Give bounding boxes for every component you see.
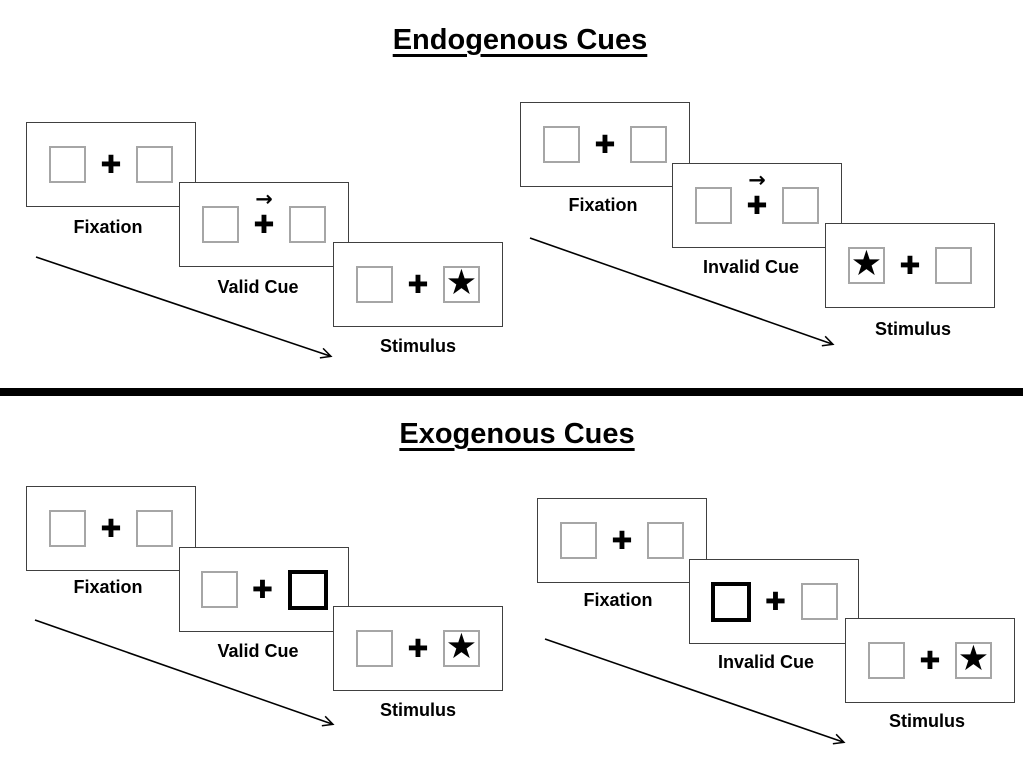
fixation-cross-icon: ✚ [919,646,941,675]
fixation-cross-icon: ✚ [765,587,786,616]
fixation-cross: ✚ [610,528,634,554]
fixation-cross: ✚ [99,516,123,542]
right-placeholder-box [289,206,326,243]
cue-panel: ✚ [179,547,349,632]
left-placeholder-box [200,571,238,608]
target-star-icon: ★ [445,262,478,303]
fixation-cross-icon: ✚ [100,150,122,179]
fixation-cross-icon: ✚ [594,130,616,159]
target-star-icon: ★ [445,626,478,667]
frame-label-stimulus: Stimulus [874,319,952,339]
cue-arrow-icon: → [255,186,273,211]
fixation-cross: ✚ [251,577,275,603]
left-placeholder-box [202,206,239,243]
stimulus-panel: ✚ ★ [845,618,1015,703]
fixation-cross-icon: ✚ [611,526,633,555]
right-placeholder-box [935,247,972,284]
fixation-cross-icon: ✚ [252,575,273,604]
frame-label-stimulus: Stimulus [379,700,457,720]
fixation-panel: ✚ [26,486,196,571]
frame-label-cue: Valid Cue [217,277,299,297]
target-box: ★ [443,626,480,667]
fixation-cross-icon: ✚ [253,210,275,239]
stimulus-panel: ✚ ★ [333,606,503,691]
timeline-arrow-endogenous-valid [35,256,333,359]
timeline-arrow-exogenous-invalid [544,638,846,745]
fixation-cross: ✚ [406,272,430,298]
frame-label-fixation: Fixation [73,217,143,237]
fixation-cross: ✚ [898,253,922,279]
left-placeholder-box [49,146,86,183]
frame-label-fixation: Fixation [568,195,638,215]
target-box: ★ [955,638,992,679]
frame-label-fixation: Fixation [583,590,653,610]
fixation-cross-icon: ✚ [746,191,768,220]
left-placeholder-box [560,522,597,559]
cue-panel: → ✚ [672,163,842,248]
left-placeholder-box [543,126,580,163]
timeline-arrow-endogenous-invalid [529,237,835,347]
left-placeholder-box [49,510,86,547]
fixation-cross: ✚ [99,152,123,178]
right-placeholder-box [136,146,173,183]
highlighted-cue-box [710,581,751,622]
right-placeholder-box [647,522,684,559]
highlighted-cue-box [287,569,328,610]
fixation-cross-icon: ✚ [407,634,429,663]
cue-arrow-icon: → [748,167,766,192]
stimulus-panel: ✚ ★ [333,242,503,327]
frame-label-fixation: Fixation [73,577,143,597]
target-star-icon: ★ [850,243,883,284]
target-star-icon: ★ [957,638,990,679]
left-placeholder-box [356,630,393,667]
right-placeholder-box [630,126,667,163]
fixation-cross: ✚ [918,648,942,674]
section-divider [0,388,1023,396]
left-placeholder-box [868,642,905,679]
frame-label-cue: Valid Cue [217,641,299,661]
section-title-exogenous: Exogenous Cues [399,418,635,450]
frame-label-cue: Invalid Cue [702,257,800,277]
right-placeholder-box [136,510,173,547]
target-box: ★ [443,262,480,303]
stimulus-panel: ★ ✚ [825,223,995,308]
target-box: ★ [848,243,885,284]
cue-panel: ✚ [689,559,859,644]
fixation-cross-icon: ✚ [899,251,921,280]
frame-label-cue: Invalid Cue [717,652,815,672]
left-placeholder-box [356,266,393,303]
left-placeholder-box [695,187,732,224]
fixation-cross: → ✚ [252,188,276,239]
frame-label-stimulus: Stimulus [379,336,457,356]
fixation-cross: ✚ [406,636,430,662]
fixation-cross-icon: ✚ [100,514,122,543]
right-placeholder-box [782,187,819,224]
fixation-cross: ✚ [593,132,617,158]
fixation-cross: ✚ [764,589,788,615]
frame-label-stimulus: Stimulus [888,711,966,731]
fixation-panel: ✚ [537,498,707,583]
fixation-panel: ✚ [520,102,690,187]
fixation-cross-icon: ✚ [407,270,429,299]
right-placeholder-box [800,583,838,620]
section-title-endogenous: Endogenous Cues [392,24,648,56]
cue-panel: → ✚ [179,182,349,267]
timeline-arrow-exogenous-valid [34,619,335,727]
fixation-cross: → ✚ [745,169,769,220]
fixation-panel: ✚ [26,122,196,207]
